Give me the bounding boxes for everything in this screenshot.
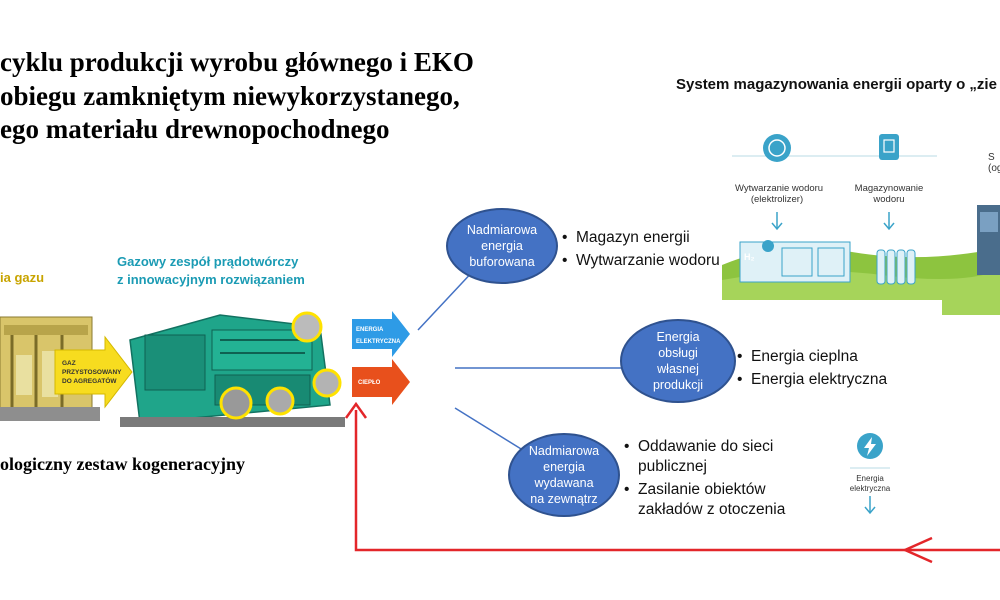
node-external-line3: wydawana: [534, 476, 594, 490]
node-own-production: Energia obsługi własnej produkcji: [620, 319, 736, 403]
arrow-energy-label-1: ENERGIA: [356, 327, 384, 333]
gas-arrow-text-1: GAZ: [62, 360, 76, 367]
h2-storage-caption-1: Magazynowanie: [854, 183, 924, 194]
storage-system-header: System magazynowania energii oparty o „z…: [676, 76, 997, 93]
energy-output-caption-2: elektryczna: [849, 484, 891, 493]
arrow-energy-label-2: ELEKTRYCZNA: [356, 339, 401, 345]
node-buffered-line3: buforowana: [469, 255, 535, 269]
bullet-public-grid: Oddawanie do sieci publicznej: [624, 437, 809, 477]
cogeneration-illustration: GAZ PRZYSTOSOWANY DO AGREGATÓW: [0, 311, 345, 427]
title-line-1: cyklu produkcji wyrobu głównego i EKO: [0, 47, 474, 77]
down-arrow-icon: [771, 212, 895, 231]
h2-storage-caption: Magazynowanie wodoru: [849, 183, 929, 205]
hydrogen-system-illustration: H₂: [722, 134, 1000, 315]
bullet-energy-storage: Magazyn energii: [562, 228, 722, 248]
h2-production-caption-1: Wytwarzanie wodoru: [735, 183, 824, 194]
return-loop-head: [344, 401, 368, 419]
cut-off-caption: S (og: [988, 152, 1000, 174]
node-own-line4: produkcji: [652, 378, 704, 392]
node-own-line1: Energia: [656, 330, 700, 344]
landscape-scene: [722, 205, 1000, 315]
gas-arrow-text-2: PRZYSTOSOWANY: [62, 369, 122, 376]
cut-off-caption-1: S: [988, 152, 995, 163]
gas-arrow: [54, 335, 133, 409]
heat-arrow: [352, 359, 410, 405]
h2-production-icon: [763, 134, 791, 162]
own-bullets: Energia cieplna Energia elektryczna: [737, 347, 937, 393]
gas-generator: [120, 311, 345, 427]
node-external-energy: Nadmiarowa energia wydawana na zewnątrz: [508, 433, 620, 517]
cut-off-caption-2: (og: [988, 163, 1000, 174]
h2-production-caption-2: (elektrolizer): [750, 194, 804, 205]
cogeneration-caption: ologiczny zestaw kogeneracyjny: [0, 454, 245, 474]
external-bullets: Oddawanie do sieci publicznej Zasilanie …: [624, 437, 809, 523]
genset-label-1: Gazowy zespół prądotwórczy: [117, 254, 299, 269]
node-buffered-energy: Nadmiarowa energia buforowana: [446, 208, 558, 284]
node-external-line2: energia: [543, 460, 585, 474]
node-buffered-line2: energia: [481, 239, 523, 253]
title-line-3: ego materiału drewnopochodnego: [0, 114, 390, 144]
buffered-bullets: Magazyn energii Wytwarzanie wodoru: [562, 228, 722, 274]
energy-output-illustration: [850, 433, 890, 515]
energy-output-caption-1: Energia: [856, 474, 884, 483]
bullet-electric-energy: Energia elektryczna: [737, 370, 937, 390]
h2-storage-icon: [879, 134, 899, 160]
bullet-hydrogen-production: Wytwarzanie wodoru: [562, 251, 722, 271]
node-own-line2: obsługi: [658, 346, 698, 360]
gas-label: ia gazu: [0, 270, 45, 285]
arrow-heat-label: CIEPŁO: [358, 380, 381, 386]
gas-arrow-text-3: DO AGREGATÓW: [62, 376, 117, 385]
return-loop-line: [354, 410, 1000, 552]
h2-label: H₂: [744, 252, 755, 262]
connector-external: [454, 407, 527, 453]
node-own-line3: własnej: [657, 362, 699, 376]
node-external-line1: Nadmiarowa: [528, 444, 600, 458]
bullet-supply-nearby: Zasilanie obiektów zakładów z otoczenia: [624, 480, 809, 520]
genset-label-2: z innowacyjnym rozwiązaniem: [117, 272, 305, 287]
h2-storage-caption-2: wodoru: [873, 194, 905, 205]
h2-production-caption: Wytwarzanie wodoru (elektrolizer): [735, 183, 824, 205]
connector-buffered: [417, 267, 477, 331]
bullet-heat-energy: Energia cieplna: [737, 347, 937, 367]
energy-output-caption: Energia elektryczna: [846, 474, 894, 494]
electric-energy-arrow: [352, 311, 410, 357]
return-loop-chevron: [901, 536, 933, 564]
node-buffered-line1: Nadmiarowa: [466, 223, 538, 237]
title-line-2: obiegu zamkniętym niewykorzystanego,: [0, 81, 460, 111]
node-external-line4: na zewnątrz: [530, 492, 598, 506]
